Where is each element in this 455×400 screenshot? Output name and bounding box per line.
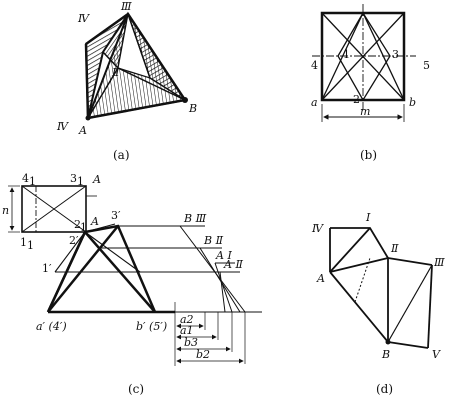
panel-a-pictorial: Ⅳ Ⅲ Ⅱ Ⅳ A B (a) — [56, 0, 197, 162]
label-a2: a2 — [180, 313, 194, 326]
vertex-b — [385, 339, 391, 345]
label-b2: b2 — [196, 348, 210, 361]
edge — [117, 67, 186, 101]
label-IV: Ⅳ — [311, 222, 324, 235]
label-3-1: 3 — [70, 172, 77, 185]
edge-thin — [84, 231, 141, 273]
diagonal — [21, 185, 87, 233]
edge — [321, 12, 364, 101]
front-view-outline — [46, 224, 157, 313]
label-a-prime: a′ (4′) — [36, 320, 67, 333]
vertex-a — [85, 115, 91, 121]
label-AII: A Ⅱ — [223, 258, 243, 271]
label-b3: b3 — [184, 336, 198, 349]
true-length-BIII — [179, 225, 246, 313]
subscript: 1 — [29, 175, 36, 188]
point-2: 2 — [353, 93, 360, 106]
edge-A-I — [329, 227, 371, 273]
point-a: a — [311, 96, 318, 109]
caption-d: (d) — [376, 382, 393, 396]
small-rect — [21, 185, 87, 233]
subscript: 1 — [27, 239, 34, 252]
vertex-b — [182, 97, 188, 103]
point-1: 1 — [343, 48, 350, 61]
point-3: 3 — [392, 48, 399, 61]
label-A: A — [316, 272, 325, 285]
true-length-AI — [214, 262, 233, 313]
label-2-1: 2 — [74, 218, 81, 231]
label-BII: B Ⅱ — [203, 234, 224, 247]
edge — [87, 67, 119, 119]
label-I: Ⅰ — [365, 211, 371, 224]
label-iv-top: Ⅳ — [77, 12, 90, 25]
outline-top — [330, 227, 389, 259]
point-5: 5 — [423, 59, 430, 72]
label-iii-top: Ⅲ — [120, 0, 132, 13]
label-1-1: 1 — [20, 236, 27, 249]
edge-thin — [84, 223, 116, 233]
label-AI: A Ⅰ — [215, 249, 232, 262]
label-b-prime: b′ (5′) — [136, 320, 167, 333]
label-a-small: A — [92, 173, 101, 186]
outline-AB — [329, 271, 389, 343]
edge-thin — [54, 231, 86, 273]
label-n: n — [2, 204, 9, 217]
label-3-prime: 3′ — [111, 209, 121, 222]
label-b: B — [188, 102, 197, 115]
label-2-prime: 2′ — [69, 234, 79, 247]
label-II: Ⅱ — [390, 242, 399, 255]
point-4: 4 — [311, 59, 318, 72]
label-BIII: B Ⅲ — [183, 212, 207, 225]
label-a1: a1 — [180, 324, 194, 337]
dimension-m-label: m — [360, 105, 370, 118]
true-length-BII — [199, 247, 241, 313]
label-iv-bottom: Ⅳ — [56, 120, 69, 133]
edge — [362, 12, 405, 101]
panel-c-construction: n 4 1 3 1 A 1 1 2 1 A 3′ 2′ 1′ a′ (4′) b… — [2, 172, 262, 396]
panel-b-top-view: 1 2 3 4 5 a b m (b) — [311, 4, 430, 162]
label-1-prime: 1′ — [42, 262, 52, 275]
caption-a: (a) — [113, 148, 130, 162]
edge-A-II — [329, 257, 389, 273]
edge-thick — [47, 225, 119, 313]
caption-b: (b) — [360, 148, 377, 162]
caption-c: (c) — [128, 382, 144, 396]
subscript: 1 — [80, 221, 87, 234]
outline-right — [427, 264, 433, 349]
label-V: Ⅴ — [432, 348, 441, 361]
label-a-mid: A — [90, 215, 99, 228]
label-4-1: 4 — [22, 172, 29, 185]
subscript: 1 — [77, 175, 84, 188]
label-a: A — [78, 124, 87, 137]
point-b: b — [409, 96, 416, 109]
label-B: B — [381, 348, 390, 361]
panel-d-development: Ⅳ Ⅰ Ⅱ Ⅲ A B Ⅴ (d) — [311, 211, 445, 396]
true-length-AII — [219, 271, 226, 313]
outline-BV — [387, 341, 429, 349]
label-III: Ⅲ — [433, 256, 445, 269]
label-ii: Ⅱ — [111, 66, 120, 79]
edge-II-III — [387, 257, 433, 266]
edge-B-III — [387, 264, 433, 343]
